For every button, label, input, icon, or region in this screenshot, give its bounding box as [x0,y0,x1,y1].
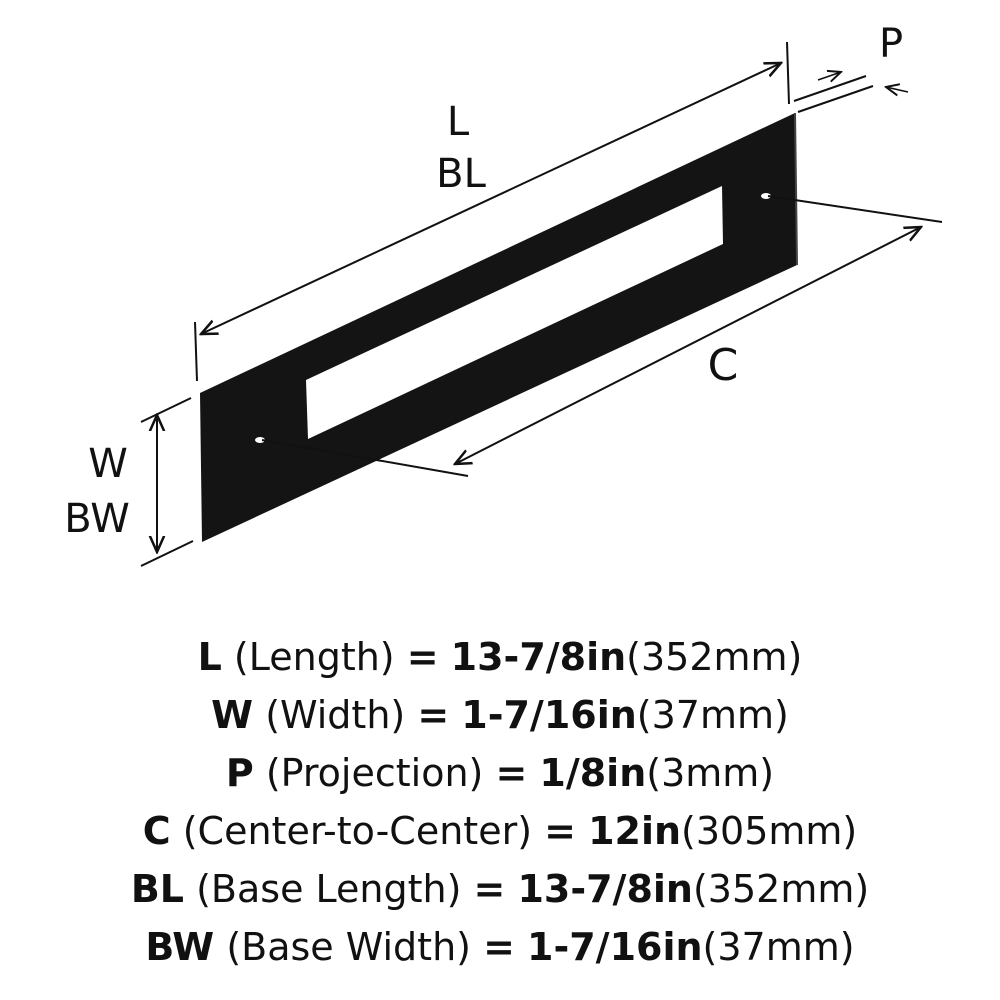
spec-metric: (352mm) [626,635,803,679]
width-extension-top [140,397,192,423]
spec-imperial: 13-7/8in [517,867,693,911]
spec-equals: = [473,867,506,911]
spec-imperial: 1-7/16in [527,925,703,969]
length-extension-right [786,41,790,105]
spec-code: BL [130,867,184,911]
label-BW: BW [64,496,130,542]
projection-ext-2 [797,85,874,113]
spec-metric: (3mm) [646,751,775,795]
spec-name: (Base Width) [226,925,471,969]
spec-row-length: L (Length) = 13-7/8in(352mm) [0,628,1000,686]
center-dimension-line [455,227,921,464]
spec-equals: = [417,693,450,737]
spec-name: (Base Length) [196,867,462,911]
spec-row-base-width: BW (Base Width) = 1-7/16in(37mm) [0,918,1000,976]
spec-code: C [142,809,171,853]
spec-imperial: 12in [588,809,682,853]
spec-name: (Center-to-Center) [182,809,533,853]
spec-name: (Length) [233,635,395,679]
spec-equals: = [495,751,528,795]
label-W: W [88,441,128,487]
width-extension-bottom [140,540,194,567]
spec-metric: (37mm) [636,693,789,737]
spec-list: L (Length) = 13-7/8in(352mm) W (Width) =… [0,628,1000,976]
label-BL: BL [436,151,486,197]
spec-row-projection: P (Projection) = 1/8in(3mm) [0,744,1000,802]
spec-equals: = [483,925,515,969]
spec-metric: (37mm) [702,925,855,969]
handle-plate [200,113,797,542]
label-C: C [708,340,739,391]
projection-arrow-in [817,72,841,80]
spec-name: (Width) [265,693,406,737]
spec-metric: (305mm) [681,809,858,853]
spec-code: W [211,693,254,737]
post-hole-left [255,437,265,443]
dimension-diagram: L BL P C W BW [64,21,943,567]
projection-ext-1 [793,75,867,102]
spec-equals: = [406,635,439,679]
spec-row-center-to-center: C (Center-to-Center) = 12in(305mm) [0,802,1000,860]
spec-code: L [197,635,222,679]
center-line-left [261,439,469,477]
spec-imperial: 1/8in [539,751,647,795]
spec-imperial: 1-7/16in [461,693,637,737]
spec-equals: = [544,809,576,853]
spec-code: P [225,751,254,795]
length-extension-left [194,321,198,382]
projection-arrow-out [886,87,909,92]
label-L: L [447,99,470,145]
spec-imperial: 13-7/8in [450,635,627,679]
label-P: P [879,21,903,67]
spec-code: BW [145,925,215,969]
length-dimension-line [201,63,781,334]
center-line-right [767,195,943,223]
spec-row-base-length: BL (Base Length) = 13-7/8in(352mm) [0,860,1000,918]
spec-metric: (352mm) [692,867,870,911]
spec-name: (Projection) [265,751,484,795]
spec-row-width: W (Width) = 1-7/16in(37mm) [0,686,1000,744]
